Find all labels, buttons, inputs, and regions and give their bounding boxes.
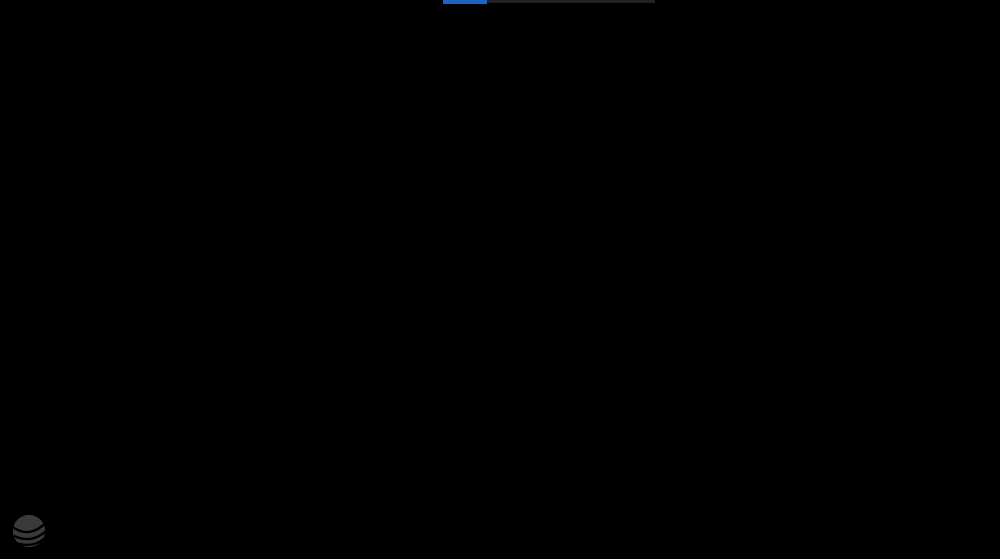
top-tab-bar [487,0,655,3]
top-tab-indicator[interactable] [443,0,487,4]
globe-icon [12,514,47,548]
simrail-logo [10,512,54,550]
